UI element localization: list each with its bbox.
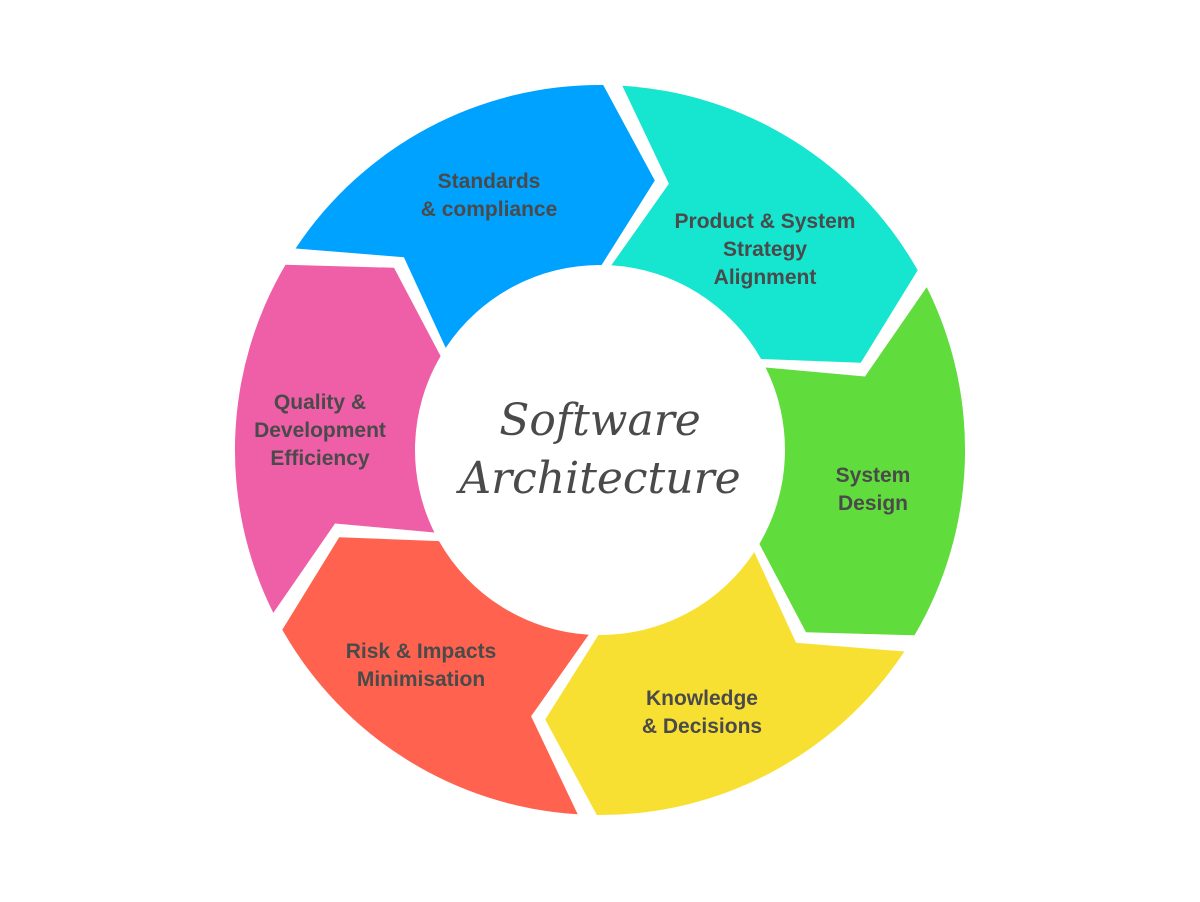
label-line: Knowledge — [645, 687, 758, 710]
label-line: Development — [254, 419, 386, 442]
label-system-design: System Design — [836, 462, 911, 518]
label-line: System — [835, 464, 911, 487]
title-line-1: Software — [499, 395, 701, 446]
label-line: Strategy — [722, 238, 808, 261]
segment-system-design — [759, 287, 966, 636]
label-knowledge-decisions: Knowledge & Decisions — [642, 685, 762, 741]
title-line-2: Architecture — [459, 453, 741, 504]
label-line: Risk & Impacts — [345, 640, 497, 663]
label-line: Quality & — [273, 391, 367, 414]
label-line: & compliance — [420, 198, 558, 221]
segment-quality — [234, 264, 441, 613]
label-line: Standards — [437, 170, 541, 193]
label-product-strategy: Product & System Strategy Alignment — [675, 208, 856, 292]
label-risk-impacts: Risk & Impacts Minimisation — [346, 638, 497, 694]
label-line: & Decisions — [641, 715, 763, 738]
label-line: Alignment — [713, 266, 817, 289]
label-standards-compliance: Standards & compliance — [421, 168, 558, 224]
label-line: Minimisation — [356, 668, 486, 691]
segment-knowledge — [545, 552, 905, 816]
label-quality-efficiency: Quality & Development Efficiency — [254, 389, 386, 473]
segment-standards — [295, 84, 655, 348]
segment-product-strategy — [611, 85, 918, 363]
segment-risk — [282, 537, 589, 815]
label-line: Efficiency — [270, 447, 370, 470]
center-title: Software Architecture — [459, 392, 740, 508]
label-line: Product & System — [674, 210, 856, 233]
label-line: Design — [837, 492, 908, 515]
